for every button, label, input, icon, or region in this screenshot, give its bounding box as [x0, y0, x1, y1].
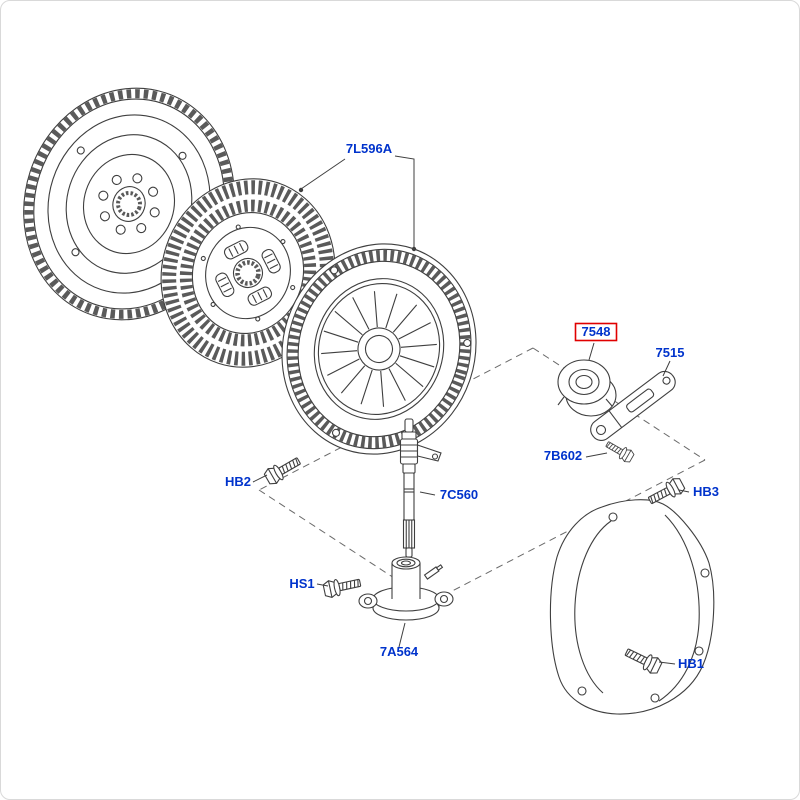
part-labels: 7L596A 7548 7515 7B602 HB2 7C560 HB3 HS1…	[225, 141, 719, 671]
part-label-7b602[interactable]: 7B602	[544, 448, 582, 463]
part-label-7548[interactable]: 7548	[582, 324, 611, 339]
part-label-hs1[interactable]: HS1	[289, 576, 314, 591]
part-label-7c560[interactable]: 7C560	[440, 487, 478, 502]
highlight-box-7548	[574, 322, 618, 342]
part-label-7515[interactable]: 7515	[656, 345, 685, 360]
release-bearing	[557, 359, 617, 417]
part-label-hb2[interactable]: HB2	[225, 474, 251, 489]
part-label-hb3[interactable]: HB3	[693, 484, 719, 499]
leader-lines	[252, 155, 690, 665]
bolt-hs1	[322, 573, 363, 600]
input-shaft	[399, 418, 442, 558]
bell-housing	[549, 499, 715, 715]
part-label-hb1[interactable]: HB1	[678, 656, 704, 671]
pivot-bolt	[603, 437, 636, 465]
clutch-disc	[160, 178, 336, 368]
part-label-7a564[interactable]: 7A564	[380, 644, 419, 659]
slave-cylinder	[358, 556, 454, 621]
release-fork	[590, 370, 676, 441]
pressure-plate	[281, 243, 477, 455]
part-label-7l596a[interactable]: 7L596A	[346, 141, 393, 156]
bolt-hb3	[645, 475, 687, 509]
